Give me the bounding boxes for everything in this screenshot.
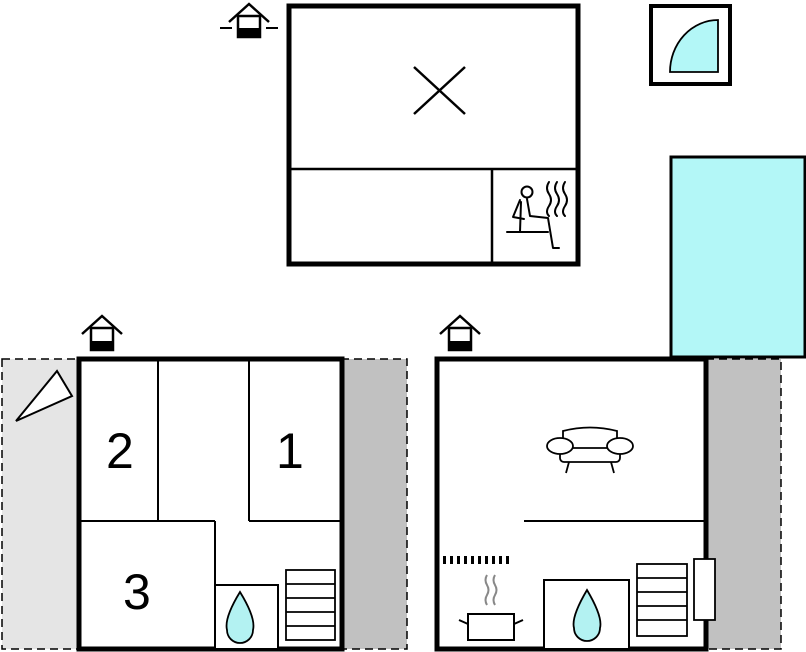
sauna-icon [506, 181, 568, 249]
pool [669, 155, 806, 359]
compass-triangle-icon [15, 369, 74, 422]
entrance-house-icon [439, 314, 481, 352]
water-drop-icon [225, 590, 255, 644]
terrace-right-dark [705, 358, 782, 650]
annex-building [286, 3, 581, 267]
stairs-icon [636, 563, 688, 637]
terrace-left-dark [340, 358, 408, 650]
door-element [693, 558, 716, 621]
water-drop-icon [572, 588, 602, 642]
cooking-pot-icon [458, 574, 524, 641]
sofa-icon [546, 426, 634, 474]
room-number-3: 3 [123, 564, 151, 620]
annex-outer-wall [286, 3, 581, 267]
stairs-icon [285, 569, 336, 641]
entrance-house-icon [81, 314, 123, 352]
main-building-right [434, 356, 716, 652]
shower-icon [649, 4, 732, 86]
main-building-left: 2 1 3 [76, 356, 345, 652]
room-number-2: 2 [106, 423, 134, 479]
entrance-house-icon [220, 2, 278, 39]
bedroom-x-icon [413, 66, 466, 115]
room-number-1: 1 [276, 423, 304, 479]
